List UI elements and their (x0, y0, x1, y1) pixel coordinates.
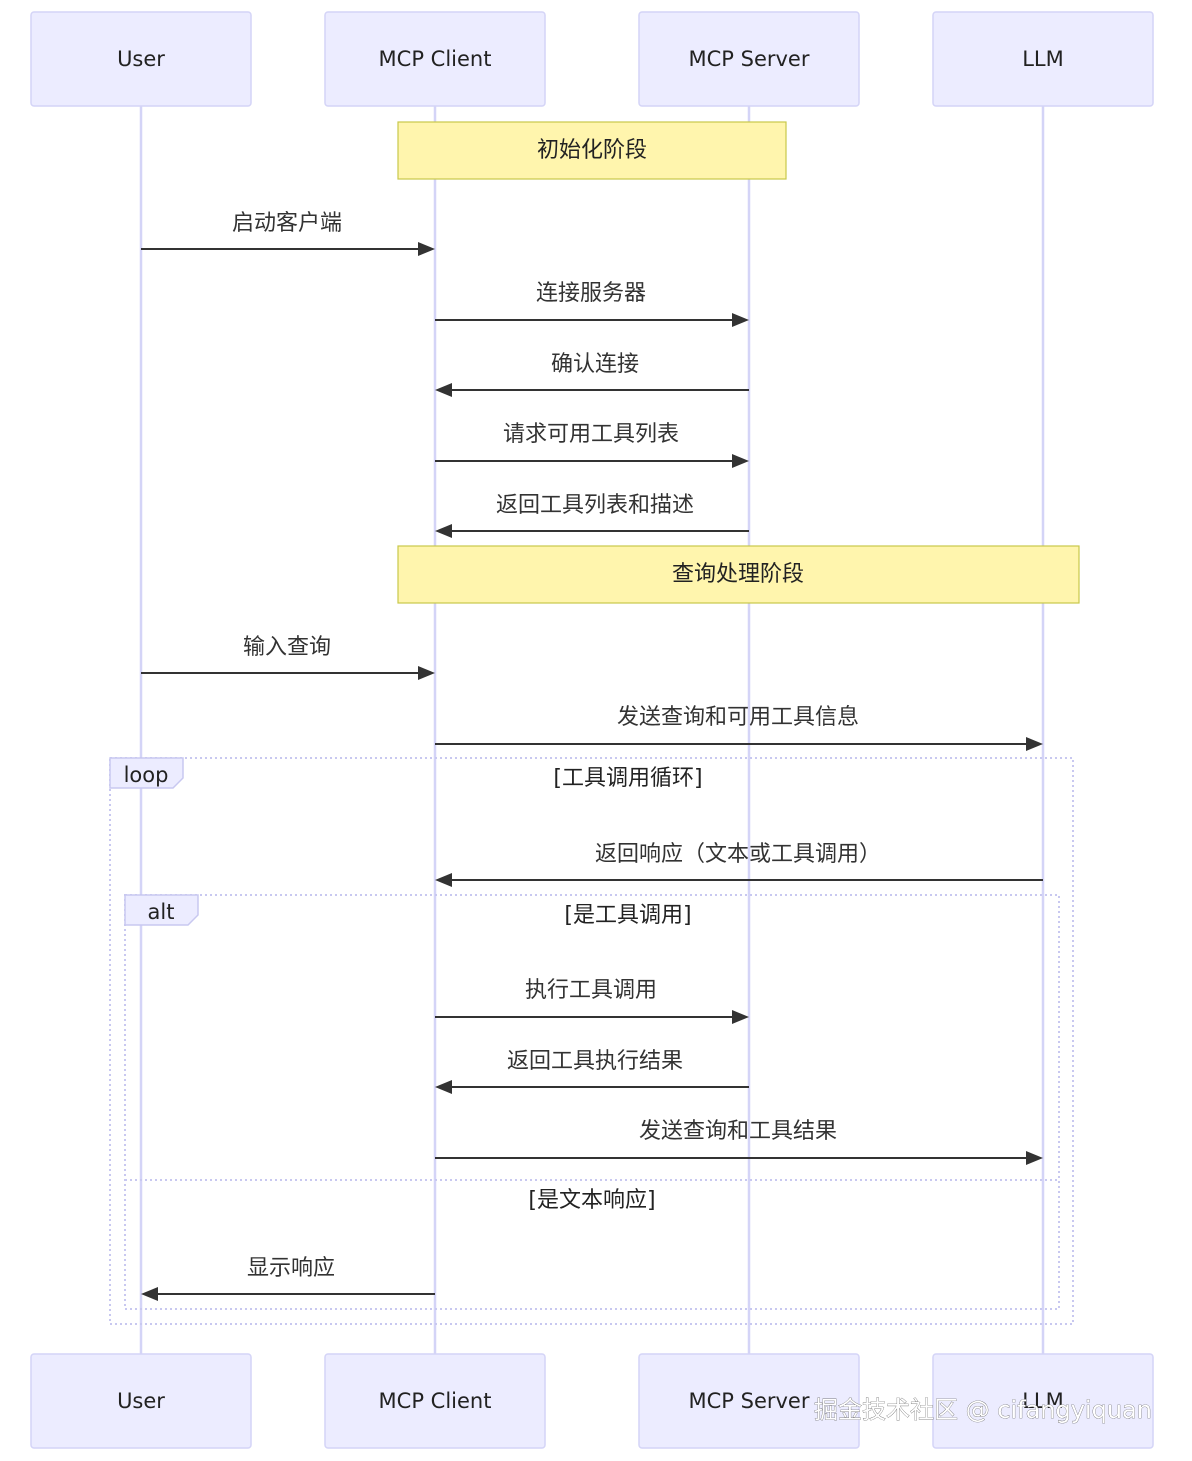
loop-frame: loop [工具调用循环] (109, 757, 1074, 1325)
actor-top-llm: LLM (932, 11, 1154, 107)
message-send-query-results: 发送查询和工具结果 (435, 1119, 1043, 1165)
actor-bottom-user: User (30, 1353, 252, 1449)
message-label: 请求可用工具列表 (503, 422, 679, 447)
alt-frame: alt [是工具调用] [是文本响应] (124, 894, 1060, 1310)
actor-bottom-mcp-client: MCP Client (324, 1353, 546, 1449)
alt-tab (124, 894, 199, 926)
message-label: 返回工具执行结果 (507, 1049, 683, 1074)
watermark: 掘金技术社区 @ cifangyiquan (814, 1396, 1152, 1424)
message-label: 确认连接 (551, 352, 639, 377)
message-label: 连接服务器 (536, 281, 646, 306)
loop-tab (109, 757, 184, 789)
message-send-query-tools: 发送查询和可用工具信息 (435, 705, 1043, 751)
actor-top-user: User (30, 11, 252, 107)
message-request-tool-list: 请求可用工具列表 (435, 422, 749, 468)
message-return-tool-list: 返回工具列表和描述 (435, 493, 749, 538)
alt-condition: [是工具调用] (564, 903, 691, 928)
message-return-response: 返回响应（文本或工具调用） (435, 842, 1043, 887)
message-execute-tool: 执行工具调用 (435, 978, 749, 1024)
message-label: 启动客户端 (232, 211, 342, 236)
actor-top-mcp-server: MCP Server (638, 11, 860, 107)
message-label: 返回工具列表和描述 (496, 493, 694, 518)
alt-else-condition: [是文本响应] (528, 1188, 655, 1213)
alt-keyword: alt (148, 900, 175, 924)
message-start-client: 启动客户端 (141, 211, 435, 256)
actor-label: User (117, 1389, 165, 1413)
note-init-phase: 初始化阶段 (397, 121, 787, 180)
actor-label: MCP Client (379, 1389, 492, 1413)
message-label: 显示响应 (247, 1256, 335, 1281)
loop-condition: [工具调用循环] (553, 766, 702, 791)
message-label: 发送查询和工具结果 (639, 1119, 837, 1144)
note-text: 初始化阶段 (537, 138, 647, 163)
actor-label: MCP Client (379, 47, 492, 71)
actor-label: User (117, 47, 165, 71)
message-label: 发送查询和可用工具信息 (617, 705, 859, 730)
message-input-query: 输入查询 (141, 635, 435, 680)
message-return-tool-result: 返回工具执行结果 (435, 1049, 749, 1094)
actor-bottom-mcp-server: MCP Server (638, 1353, 860, 1449)
message-display-response: 显示响应 (141, 1256, 435, 1301)
actor-bottom-llm: LLM (932, 1353, 1154, 1449)
message-label: 执行工具调用 (525, 978, 657, 1003)
actor-label: LLM (1022, 47, 1064, 71)
message-label: 返回响应（文本或工具调用） (595, 842, 881, 867)
message-label: 输入查询 (243, 635, 331, 660)
actor-label: MCP Server (689, 1389, 810, 1413)
note-text: 查询处理阶段 (672, 562, 804, 587)
actor-top-mcp-client: MCP Client (324, 11, 546, 107)
message-connect-server: 连接服务器 (435, 281, 749, 327)
note-query-phase: 查询处理阶段 (397, 545, 1080, 604)
actor-label: MCP Server (689, 47, 810, 71)
actor-label: LLM (1022, 1389, 1064, 1413)
loop-keyword: loop (124, 763, 169, 787)
message-confirm-connection: 确认连接 (435, 352, 749, 397)
